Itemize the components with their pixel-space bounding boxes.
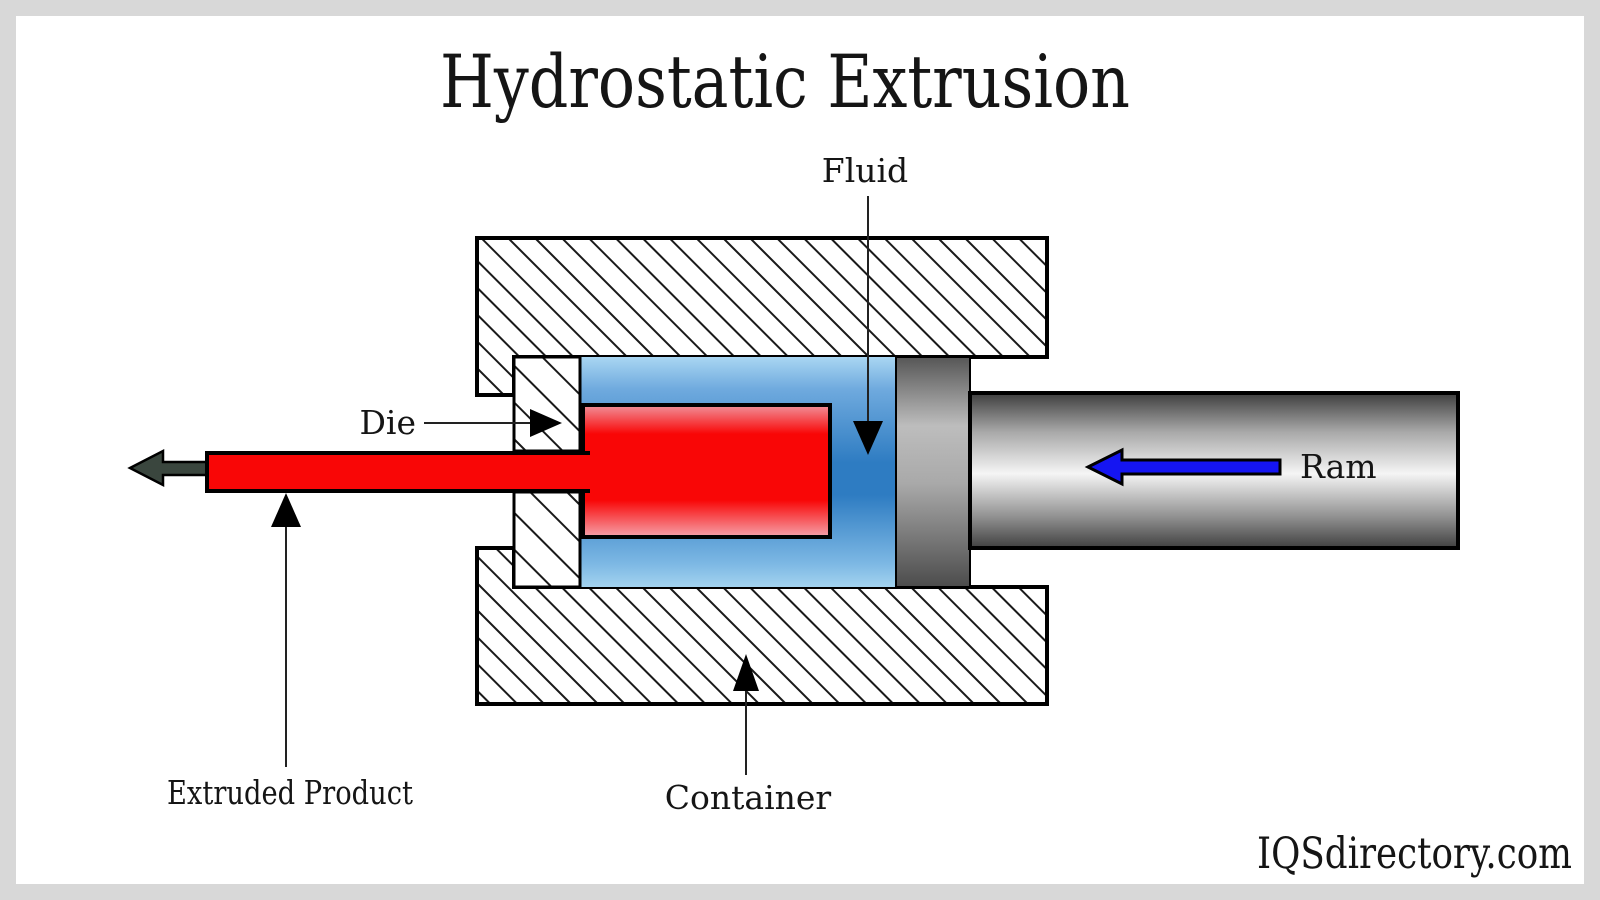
fluid-arrowhead-icon xyxy=(853,421,883,455)
ram-piston-head xyxy=(895,356,971,588)
watermark: IQSdirectory.com xyxy=(1257,829,1572,879)
label-die: Die xyxy=(359,403,416,442)
ram-direction-arrow xyxy=(1084,447,1282,487)
extruded-product-bar-outline xyxy=(205,451,590,493)
extruded-product-arrowhead-icon xyxy=(271,493,301,527)
label-extruded-product: Extruded Product xyxy=(167,773,413,812)
extruded-product-bar xyxy=(207,455,590,489)
billet xyxy=(581,403,832,539)
die-lower-block xyxy=(512,490,582,589)
die-upper-block xyxy=(512,355,582,453)
label-ram: Ram xyxy=(1300,447,1377,486)
die-arrowhead-icon xyxy=(530,409,562,437)
container-arrowhead-icon xyxy=(733,654,759,691)
label-fluid: Fluid xyxy=(822,151,908,190)
label-container: Container xyxy=(665,778,832,817)
page-title: Hydrostatic Extrusion xyxy=(440,40,1130,125)
